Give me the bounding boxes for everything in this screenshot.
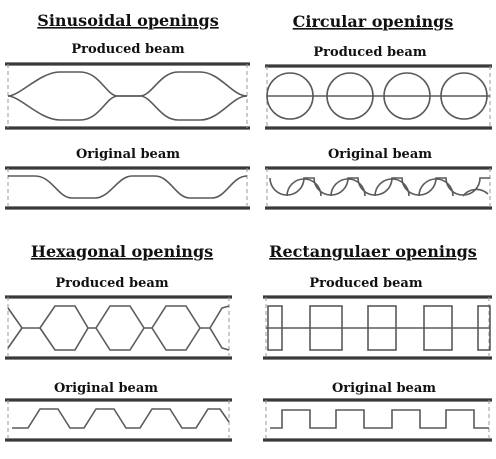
produced-beam-circular <box>265 64 492 130</box>
web-cut-bottom <box>7 95 248 121</box>
web-cut-bottom <box>7 327 230 351</box>
original-beam-label-circular: Original beam <box>328 147 432 162</box>
produced-beam-label-sinusoidal: Produced beam <box>71 42 184 57</box>
panel-sinusoidal: Sinusoidal openings Produced beam Origin… <box>5 11 250 210</box>
web-cut-top <box>7 305 230 329</box>
original-beam-label-hexagonal: Original beam <box>54 381 158 396</box>
circular-opening <box>326 72 374 120</box>
web-cut-top <box>7 71 248 97</box>
produced-beam-label-rectangular: Produced beam <box>309 276 422 291</box>
original-beam-label-rectangular: Original beam <box>332 381 436 396</box>
web-cut-line-secondary <box>286 178 489 197</box>
panel-hexagonal: Hexagonal openings Produced beam Origina… <box>5 242 232 442</box>
original-beam-rectangular <box>263 398 492 442</box>
circular-opening <box>383 72 431 120</box>
rectangular-opening <box>367 305 397 351</box>
web-cut-line <box>8 175 248 199</box>
original-beam-label-sinusoidal: Original beam <box>76 147 180 162</box>
produced-beam-label-circular: Produced beam <box>313 45 426 60</box>
panel-rectangular: Rectangulaer openings Produced beam Orig… <box>263 242 492 442</box>
original-beam-circular <box>265 166 492 210</box>
produced-beam-rectangular <box>263 295 492 360</box>
original-beam-hexagonal <box>5 398 232 442</box>
panel-title-hexagonal: Hexagonal openings <box>31 242 213 261</box>
panel-title-rectangular: Rectangulaer openings <box>269 242 477 261</box>
rectangular-opening <box>309 305 343 351</box>
produced-beam-label-hexagonal: Produced beam <box>55 276 168 291</box>
produced-beam-hexagonal <box>5 295 232 360</box>
rectangular-opening <box>267 305 283 351</box>
web-cut-line <box>12 408 230 429</box>
panel-title-sinusoidal: Sinusoidal openings <box>37 11 218 30</box>
rectangular-opening <box>477 305 491 351</box>
circular-opening <box>440 72 488 120</box>
panel-title-circular: Circular openings <box>293 12 454 31</box>
panel-circular: Circular openings Produced beam Original… <box>265 12 492 210</box>
original-beam-sinusoidal <box>5 166 250 210</box>
produced-beam-sinusoidal <box>5 62 250 130</box>
rectangular-opening <box>423 305 453 351</box>
web-cut-line <box>270 409 489 429</box>
circular-opening <box>266 72 314 120</box>
web-cut-line <box>269 177 490 196</box>
